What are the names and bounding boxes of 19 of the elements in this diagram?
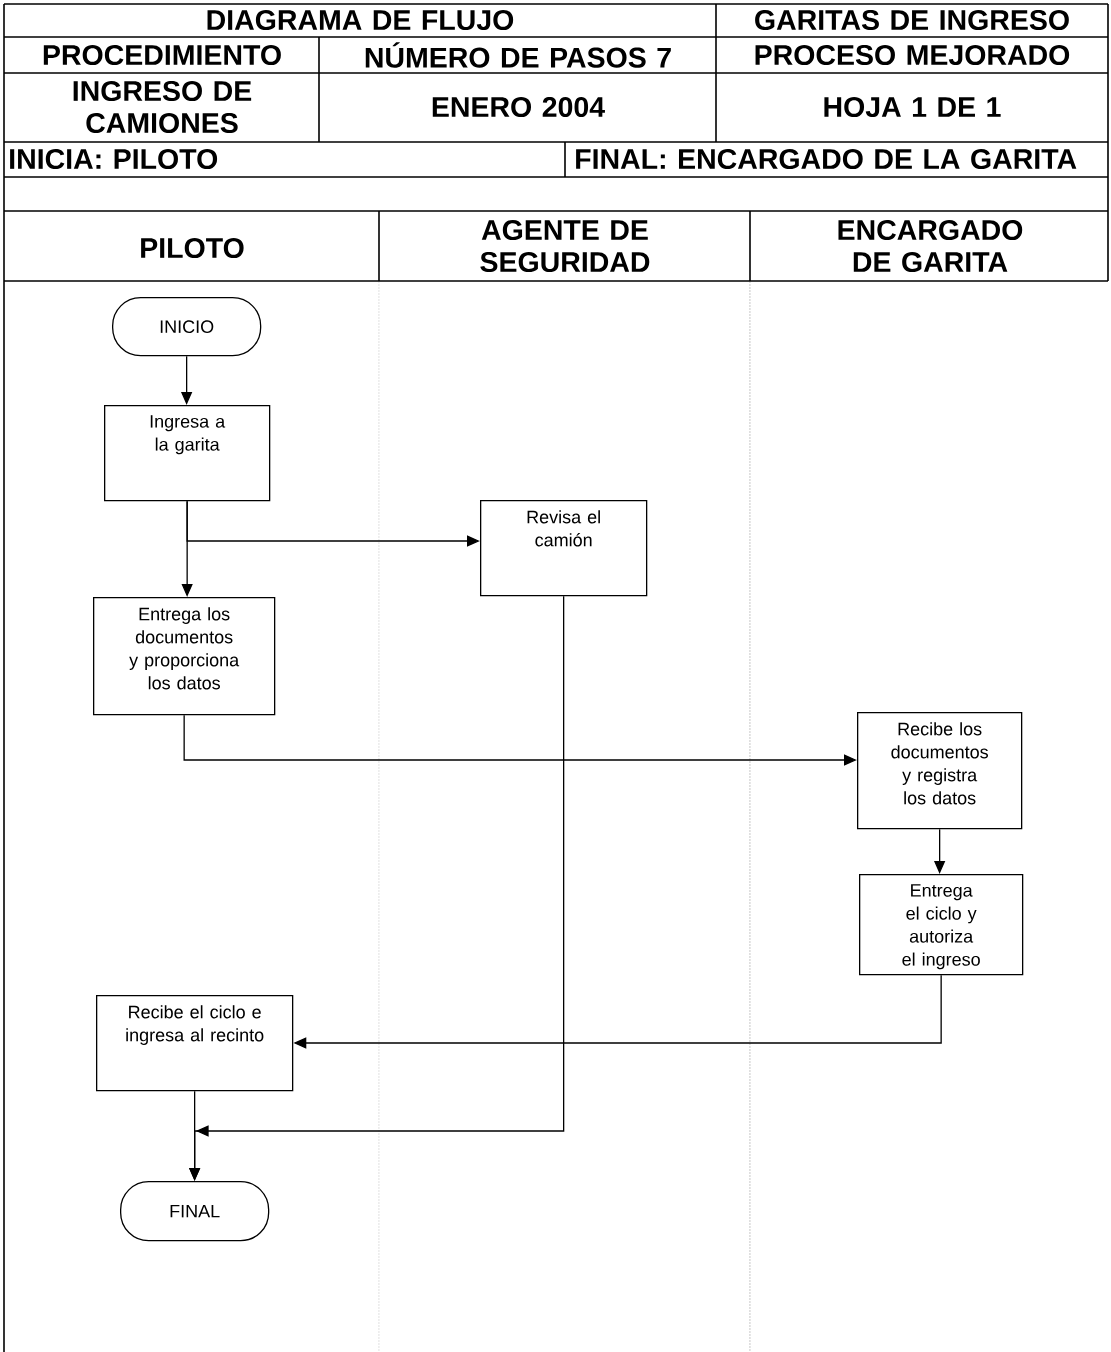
header-text: PROCESO MEJORADO (755, 44, 1070, 66)
process-box: Recibe el ciclo e ingresa al recinto (96, 995, 294, 1092)
header-text: GARITAS DE INGRESO (755, 9, 1069, 31)
header-text: INGRESO DE CAMIONES (73, 80, 252, 134)
process-box: Revisa el camión (480, 500, 648, 597)
lane-heading: ENCARGADO DE GARITA (838, 219, 1023, 273)
header-text: ENERO 2004 (432, 96, 605, 118)
lane-heading: PILOTO (141, 237, 244, 259)
process-box: Recibe los documentos y registra los datos (857, 712, 1023, 830)
header-text: INICIA: PILOTO (10, 148, 218, 170)
header-text: FINAL: ENCARGADO DE LA GARITA (576, 148, 1077, 170)
process-box: Entrega los documentos y proporciona los datos (93, 597, 276, 716)
process-box: Ingresa a la garita (104, 405, 271, 502)
lane-heading: AGENTE DE SEGURIDAD (480, 219, 650, 273)
header-text: HOJA 1 DE 1 (824, 96, 1001, 118)
process-box: Entrega el ciclo y autoriza el ingreso (859, 874, 1024, 976)
header-text: NÚMERO DE PASOS 7 (365, 42, 671, 68)
header-text: DIAGRAMA DE FLUJO (207, 9, 514, 31)
header-text: PROCEDIMIENTO (43, 44, 281, 66)
